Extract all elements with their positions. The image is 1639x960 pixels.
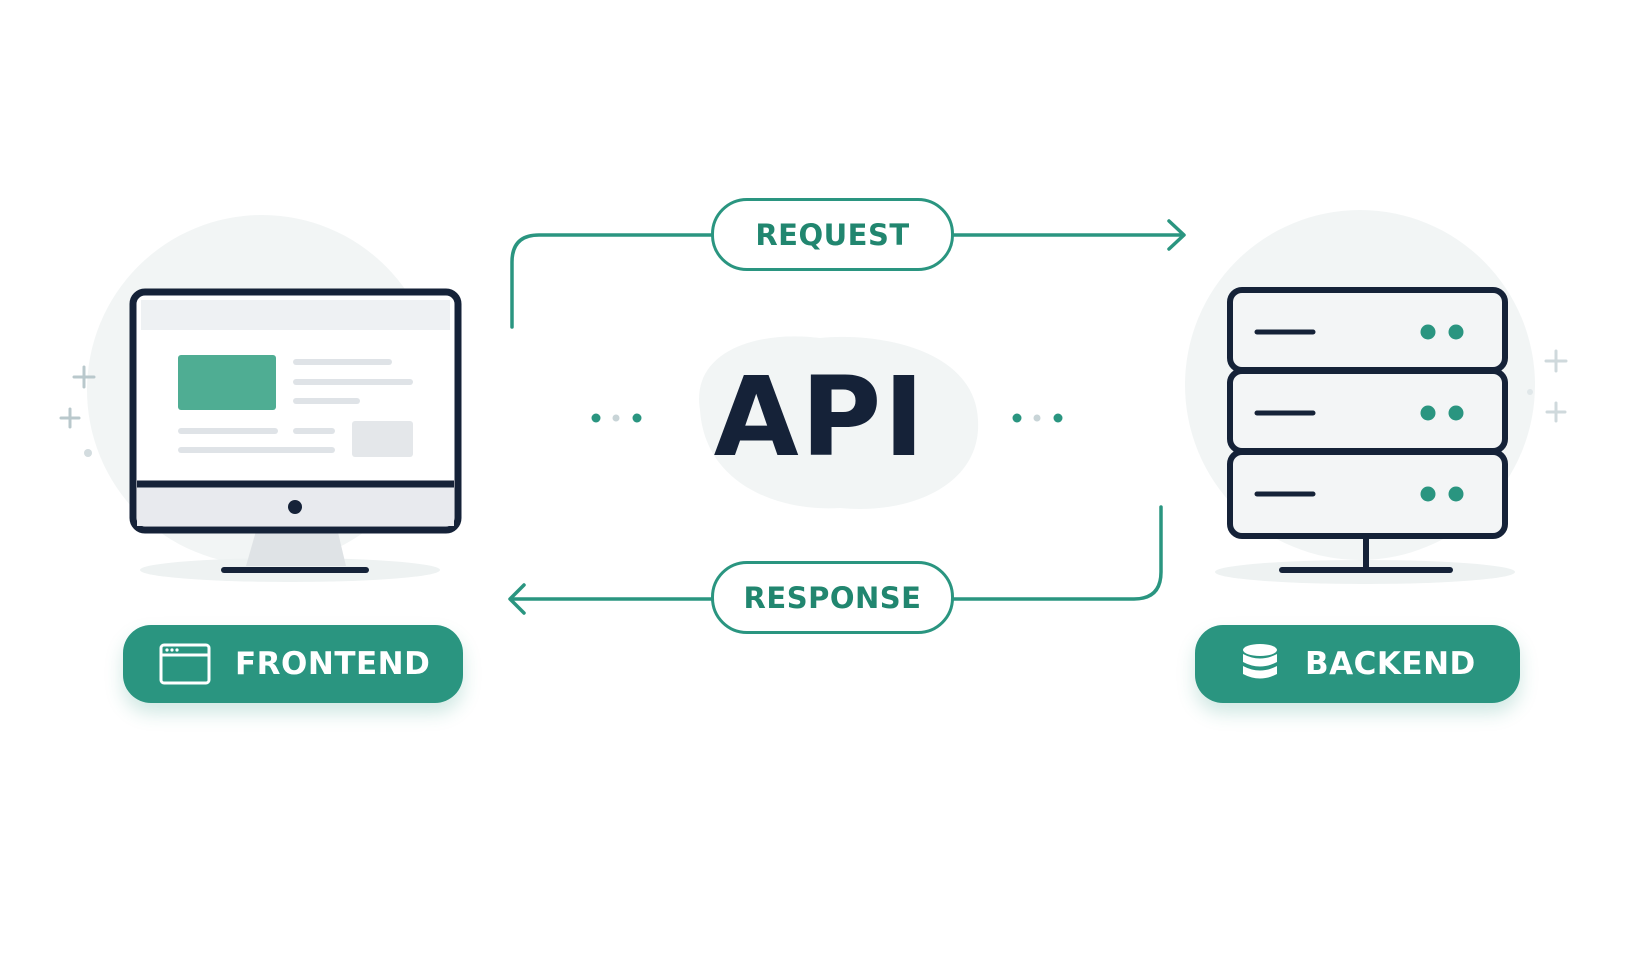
monitor-icon	[129, 288, 462, 573]
request-label: REQUEST	[711, 198, 954, 271]
request-arrow	[510, 233, 1185, 329]
api-backdrop	[699, 336, 979, 509]
browser-window-icon	[159, 643, 211, 685]
connector-dots-right	[1012, 413, 1063, 423]
backend-badge: BACKEND	[1195, 625, 1520, 703]
response-label: RESPONSE	[711, 561, 954, 634]
server-icon	[1227, 287, 1508, 573]
database-icon	[1243, 644, 1277, 679]
sparkle-dot	[84, 449, 92, 457]
sparkle-icon	[59, 365, 96, 429]
frontend-label: FRONTEND	[235, 646, 431, 682]
frontend-badge: FRONTEND	[123, 625, 463, 703]
response-arrow	[509, 505, 1163, 601]
response-arrowhead-icon	[508, 583, 526, 615]
sparkle-icon	[1544, 349, 1568, 423]
request-arrowhead-icon	[1167, 219, 1186, 251]
connector-dots-left	[591, 413, 642, 423]
sparkle-dot	[1527, 389, 1533, 395]
backend-label: BACKEND	[1305, 646, 1476, 682]
api-title: API	[713, 353, 927, 481]
